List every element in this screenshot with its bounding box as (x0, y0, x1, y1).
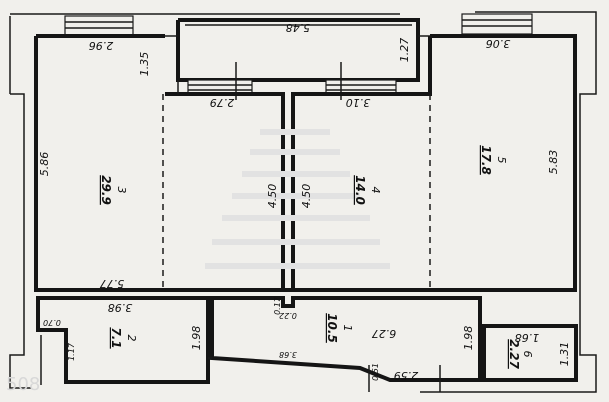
dim-022: 0.22 (279, 311, 297, 320)
dim-627: 6.27 (372, 327, 397, 340)
dim-070: 0.70 (43, 318, 61, 327)
window-balcony-left (187, 79, 253, 95)
dim-017: 0.17 (273, 296, 282, 315)
svg-text:3: 3 (115, 187, 128, 194)
dim-279: 2.79 (210, 96, 235, 109)
dim-135: 1.35 (138, 52, 151, 77)
dim-577: 5.77 (100, 277, 125, 290)
dim-306: 3.06 (486, 37, 511, 50)
dim-117: 1.17 (67, 342, 76, 361)
main-walls (34, 34, 577, 292)
svg-text:10.5: 10.5 (325, 313, 339, 343)
dim-586: 5.86 (38, 152, 51, 177)
dim-548: 5.48 (286, 21, 311, 34)
svg-text:5: 5 (495, 157, 508, 164)
room-2-label: 2 7.1 (109, 327, 138, 348)
dim-127: 1.27 (398, 38, 411, 63)
svg-text:4: 4 (369, 187, 382, 194)
dim-310: 3.10 (346, 96, 371, 109)
dim-398: 3.98 (108, 301, 133, 314)
svg-text:1: 1 (341, 325, 354, 332)
room4-right-wall (291, 36, 432, 290)
room-4-label: 4 14.0 (353, 175, 382, 205)
room1-walls (210, 296, 482, 382)
svg-text:7.1: 7.1 (109, 327, 123, 348)
window-top-right (461, 13, 533, 35)
dim-051: 0.51 (371, 363, 380, 381)
room6-walls (482, 324, 578, 382)
room-3-label: 3 29.9 (99, 175, 128, 205)
room-5-label: 5 17.8 (479, 145, 508, 175)
svg-text:6: 6 (521, 351, 534, 358)
dim-198-left: 1.98 (190, 326, 203, 351)
svg-text:29.9: 29.9 (99, 175, 113, 205)
svg-text:17.8: 17.8 (479, 145, 493, 175)
room4-left-wall (165, 92, 285, 290)
dim-131: 1.31 (558, 342, 571, 367)
dim-450-left: 4.50 (266, 184, 279, 209)
dim-168: 1.68 (515, 331, 540, 344)
center-hatching (205, 129, 390, 269)
corner-number: 508 (6, 374, 40, 395)
dim-296: 2.96 (89, 39, 114, 52)
dim-368: 3.68 (279, 350, 297, 359)
svg-text:2: 2 (125, 335, 138, 342)
svg-text:14.0: 14.0 (353, 175, 367, 205)
room-1-label: 1 10.5 (325, 313, 354, 343)
window-top-left (64, 15, 134, 37)
dim-259: 2.59 (394, 369, 419, 382)
balcony-walls (176, 18, 420, 82)
room-6-label: 6 2.27 (507, 339, 534, 369)
dim-198-right: 1.98 (462, 326, 475, 351)
window-balcony-right (325, 79, 397, 95)
dim-450-right: 4.50 (300, 184, 313, 209)
outer-right-edge (10, 11, 597, 393)
dim-583: 5.83 (547, 150, 560, 175)
outer-left-edge (9, 16, 32, 389)
svg-text:2.27: 2.27 (507, 339, 521, 369)
room2-walls (36, 296, 210, 384)
